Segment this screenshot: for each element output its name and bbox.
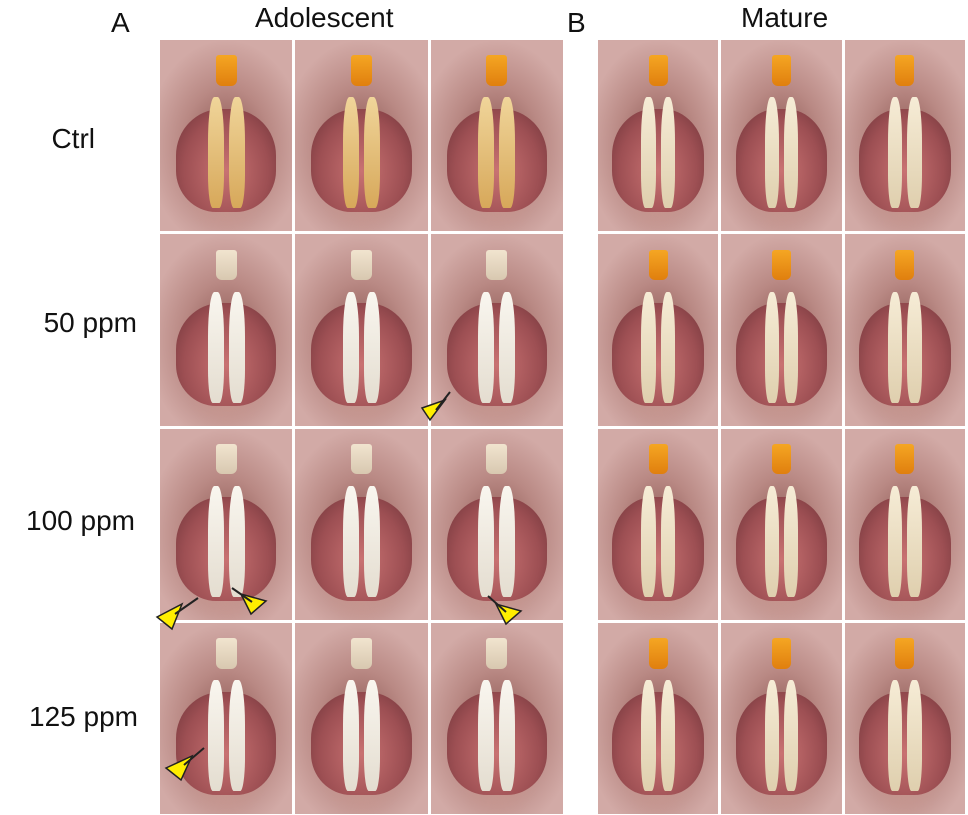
photo-a-ctrl-3: [430, 40, 563, 232]
photo-a-50-3: [430, 234, 563, 426]
photo-b-ctrl-1: [598, 40, 719, 232]
photo-b-125-1: [598, 622, 719, 814]
panel-letter-b: B: [567, 7, 586, 38]
photo-b-100-3: [844, 428, 965, 620]
row-label-ctrl: Ctrl: [51, 123, 95, 154]
photo-a-50-2: [295, 234, 428, 426]
photo-b-125-2: [721, 622, 842, 814]
photo-b-ctrl-2: [721, 40, 842, 232]
photo-a-50-1: [160, 234, 293, 426]
row-label-50ppm: 50 ppm: [43, 307, 137, 338]
panel-letter-a: A: [111, 7, 130, 38]
mature-photo-grid: [598, 40, 965, 814]
photo-a-125-1: [160, 622, 293, 814]
photo-a-125-2: [295, 622, 428, 814]
photo-b-ctrl-3: [844, 40, 965, 232]
row-label-100ppm: 100 ppm: [26, 505, 135, 536]
panel-title-adolescent: Adolescent: [255, 2, 394, 33]
photo-a-100-2: [295, 428, 428, 620]
photo-a-ctrl-1: [160, 40, 293, 232]
photo-a-100-3: [430, 428, 563, 620]
photo-b-50-3: [844, 234, 965, 426]
photo-b-125-3: [844, 622, 965, 814]
photo-b-50-2: [721, 234, 842, 426]
photo-a-100-1: [160, 428, 293, 620]
panel-title-mature: Mature: [741, 2, 829, 33]
photo-b-100-2: [721, 428, 842, 620]
photo-b-100-1: [598, 428, 719, 620]
photo-a-ctrl-2: [295, 40, 428, 232]
adolescent-photo-grid: [160, 40, 563, 814]
photo-a-125-3: [430, 622, 563, 814]
row-label-125ppm: 125 ppm: [29, 701, 138, 732]
photo-b-50-1: [598, 234, 719, 426]
